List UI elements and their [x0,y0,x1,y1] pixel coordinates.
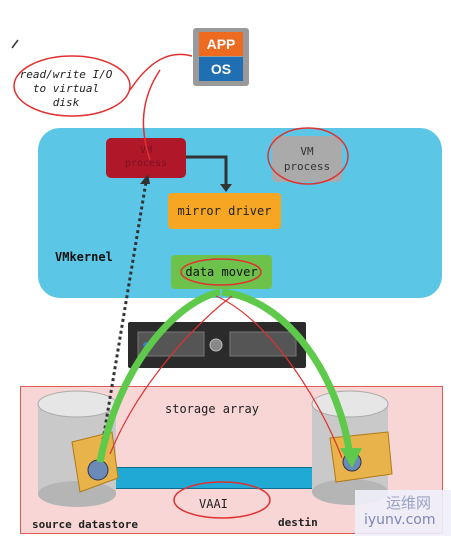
pen-icon [11,39,19,49]
destination-label: destin [278,516,318,529]
note-line-2: to virtual [32,82,100,95]
watermark-top: 运维网 [386,494,432,512]
vm-process-gray-box: VM process [272,136,342,182]
source-datastore-label: source datastore [32,518,138,531]
vmkernel-label: VMkernel [55,250,113,264]
server-knob [209,338,223,352]
mover-to-destination-flow [221,288,354,457]
read-write-note: read/write I/O to virtual disk [14,68,118,110]
dest-red-path [215,295,343,459]
server-drive-bay-right [229,331,297,357]
vaai-circle [173,481,271,519]
note-line-3: disk [52,96,80,109]
flow-arrow-head [340,448,362,468]
process-to-mirror-arrow [186,155,228,187]
vm-process-gray-line-2: process [283,160,331,173]
note-circle [13,55,131,117]
app-link-line [129,53,193,91]
vm-process-circle [267,127,349,185]
watermark-bottom: iyunv.com [364,512,436,528]
vm-process-gray-line-1: VM [300,145,314,158]
vm-process-red-line-2: process [124,158,168,169]
source-to-mover-flow [96,288,221,463]
data-mover-circle [180,258,262,286]
os-label: OS [199,57,243,81]
vaai-label: VAAI [199,497,228,511]
vm-process-red-box: VM process [106,138,186,178]
source-red-path [109,295,233,455]
vm-process-red-line-1: VM [139,145,153,156]
storage-array-label: storage array [165,402,259,416]
mirror-driver-box: mirror driver [168,193,281,229]
note-line-1: read/write I/O [19,68,113,81]
app-label: APP [199,32,243,56]
mirror-arrow-head [220,184,232,192]
io-dotted-arrow-head [140,174,150,184]
data-mover-box: data mover [171,255,272,289]
watermark [355,490,451,536]
process-link-line [142,69,161,161]
io-dotted-path [98,181,148,459]
